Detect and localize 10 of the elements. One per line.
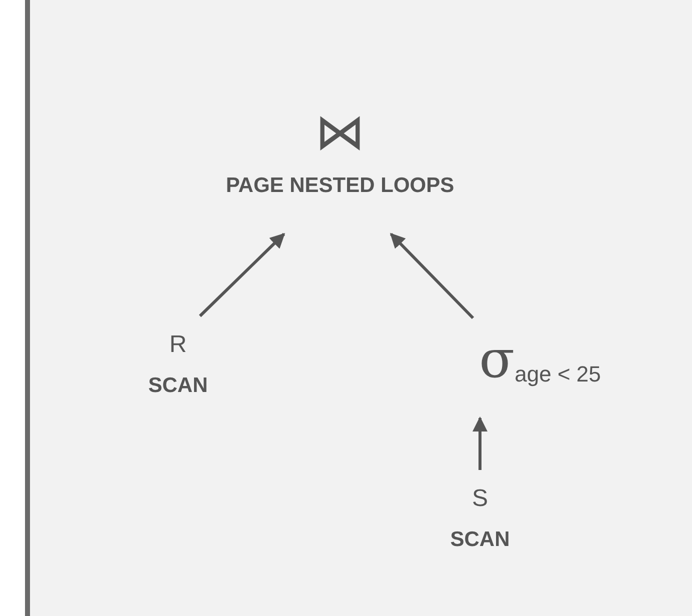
join-symbol: ⋈	[315, 104, 365, 160]
operator-label: PAGE NESTED LOOPS	[226, 173, 454, 199]
arrow	[390, 232, 474, 320]
operator-label: SCAN	[148, 373, 208, 399]
relation-name: R	[169, 330, 187, 360]
operator-label: SCAN	[450, 527, 510, 553]
selection-label: σ$_{age < 25}$	[479, 330, 601, 392]
arrow	[198, 232, 286, 318]
relation-name: S	[472, 484, 488, 514]
arrow	[472, 416, 488, 470]
